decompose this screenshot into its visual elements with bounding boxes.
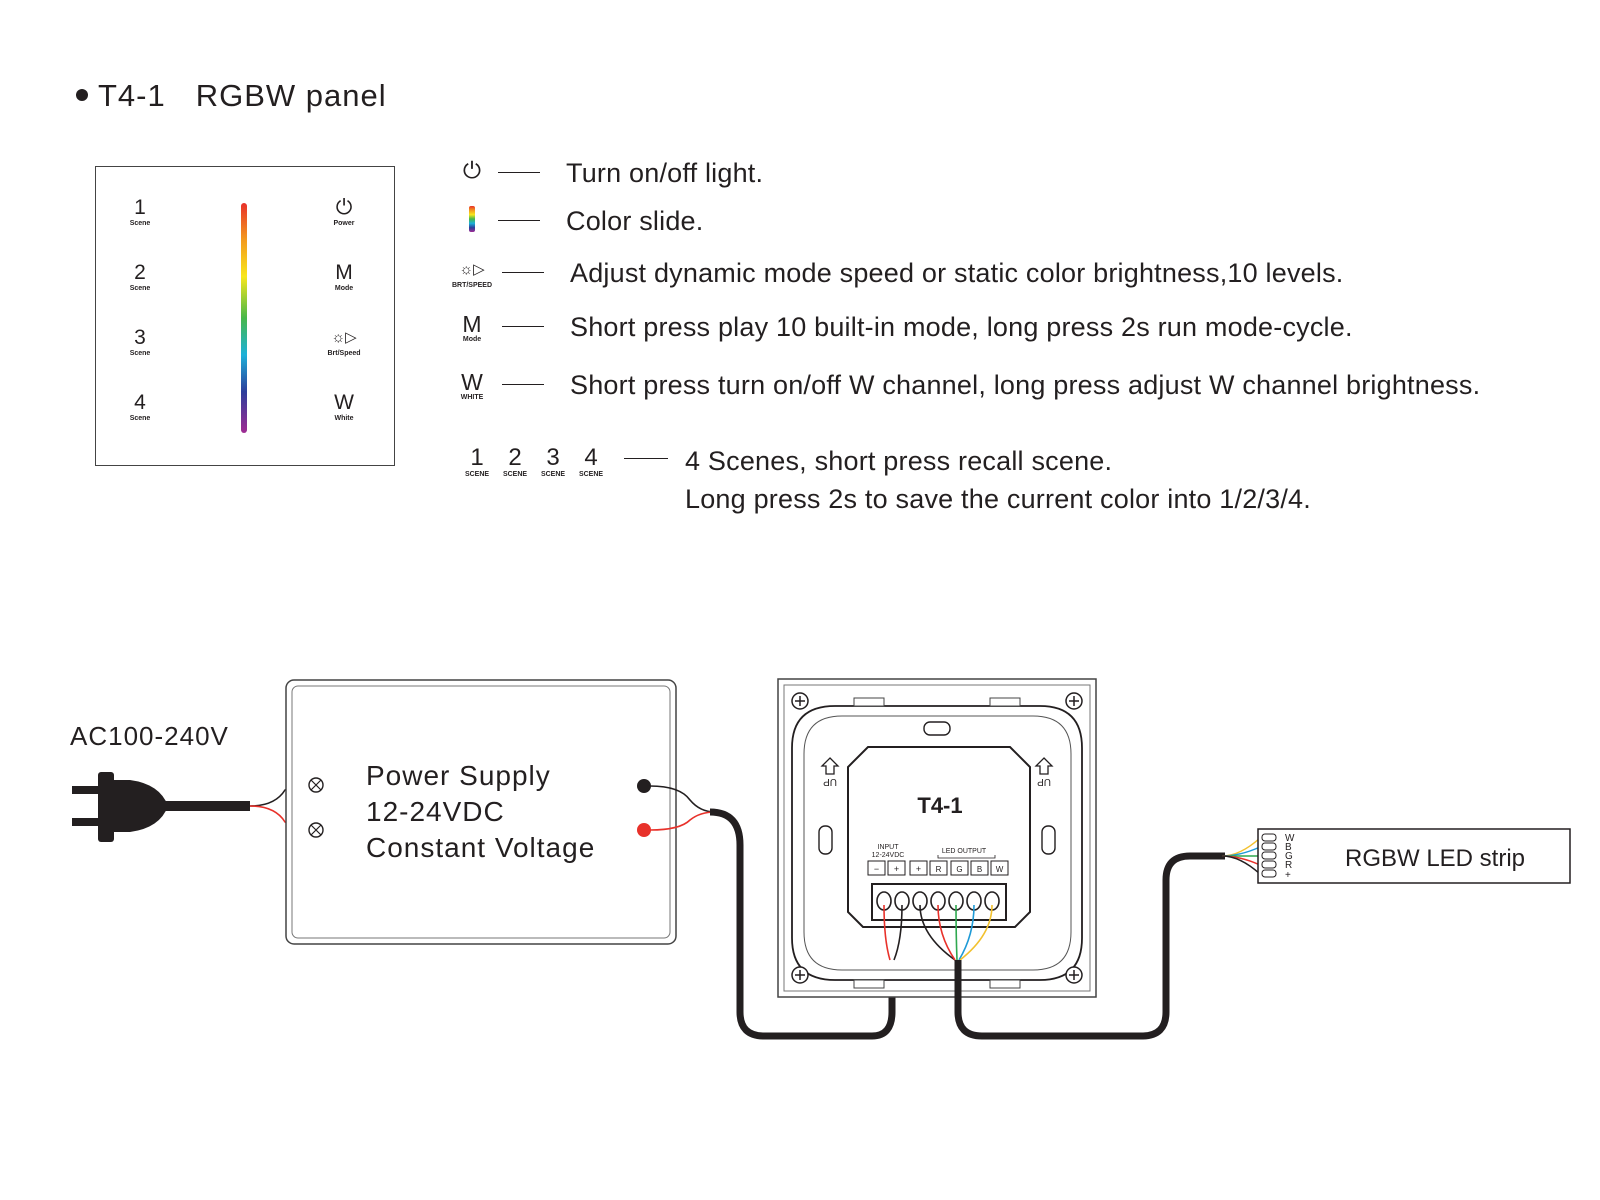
led-output-label: LED OUTPUT <box>942 848 987 855</box>
up-arrow-icon <box>1034 757 1054 775</box>
controller-back: UP UP T4-1 INPUT 12-24VDC LED OUTPUT − +… <box>777 678 1097 998</box>
svg-text:−: − <box>874 864 879 874</box>
strip-pin-b: B <box>1285 842 1292 853</box>
model-name: T4-1 <box>98 78 166 113</box>
svg-text:G: G <box>956 865 962 874</box>
strip-pin-w: W <box>1285 833 1295 844</box>
svg-text:W: W <box>996 865 1004 874</box>
brightness-speed-icon: ☼▷BRT/SPEED <box>451 261 493 289</box>
psu-line-1: Power Supply <box>366 760 551 791</box>
strip-label: RGBW LED strip <box>1345 845 1525 872</box>
svg-text:R: R <box>936 865 942 874</box>
terminal-labels: − + + R G B W <box>867 860 1009 876</box>
legend-text-white: Short press turn on/off W channel, long … <box>570 370 1481 400</box>
up-arrow-icon <box>820 757 840 775</box>
strip-pin-g: G <box>1285 851 1293 862</box>
ac-plug-icon <box>72 772 250 842</box>
up-label-right: UP <box>1037 776 1051 787</box>
psu-line-2: 12-24VDC <box>366 796 505 827</box>
screw-icon <box>1065 692 1083 710</box>
power-supply: Power Supply 12-24VDC Constant Voltage <box>285 679 677 945</box>
panel-power-button: ⏻Power <box>314 197 374 228</box>
svg-text:+: + <box>894 864 899 874</box>
power-icon: ⏻ <box>335 196 353 219</box>
bullet-icon <box>76 88 88 101</box>
brightness-speed-icon: ☼▷ <box>331 329 357 346</box>
panel-name: RGBW panel <box>195 78 387 113</box>
controller-model-label: T4-1 <box>917 793 962 818</box>
color-slider <box>241 203 247 433</box>
legend-text-power: Turn on/off light. <box>566 158 764 188</box>
up-label-left: UP <box>823 776 837 787</box>
scenes-text-line1: 4 Scenes, short press recall scene. <box>685 446 1113 476</box>
input-voltage-label: 12-24VDC <box>872 852 905 859</box>
ac-label: AC100-240V <box>70 721 229 751</box>
legend-text-mode: Short press play 10 built-in mode, long … <box>570 312 1353 342</box>
svg-text:+: + <box>916 864 921 874</box>
power-icon: ⏻ <box>462 157 482 183</box>
scenes-text-line2: Long press 2s to save the current color … <box>685 484 1311 514</box>
page-title: T4-1 RGBW panel <box>76 78 387 114</box>
screw-icon <box>1065 966 1083 984</box>
rgbw-led-strip: W B G R + RGBW LED strip <box>1257 828 1571 884</box>
psu-line-3: Constant Voltage <box>366 832 595 863</box>
screw-icon <box>791 692 809 710</box>
panel-brt-speed-button: ☼▷Brt/Speed <box>314 327 374 358</box>
svg-text:B: B <box>977 865 982 874</box>
input-label: INPUT <box>878 844 900 851</box>
strip-pin-r: R <box>1285 860 1292 871</box>
strip-pin-plus: + <box>1285 870 1291 881</box>
legend-text-color-slide: Color slide. <box>566 206 704 236</box>
legend-text-brt-speed: Adjust dynamic mode speed or static colo… <box>570 258 1344 288</box>
color-slide-icon <box>450 206 494 237</box>
screw-icon <box>791 966 809 984</box>
